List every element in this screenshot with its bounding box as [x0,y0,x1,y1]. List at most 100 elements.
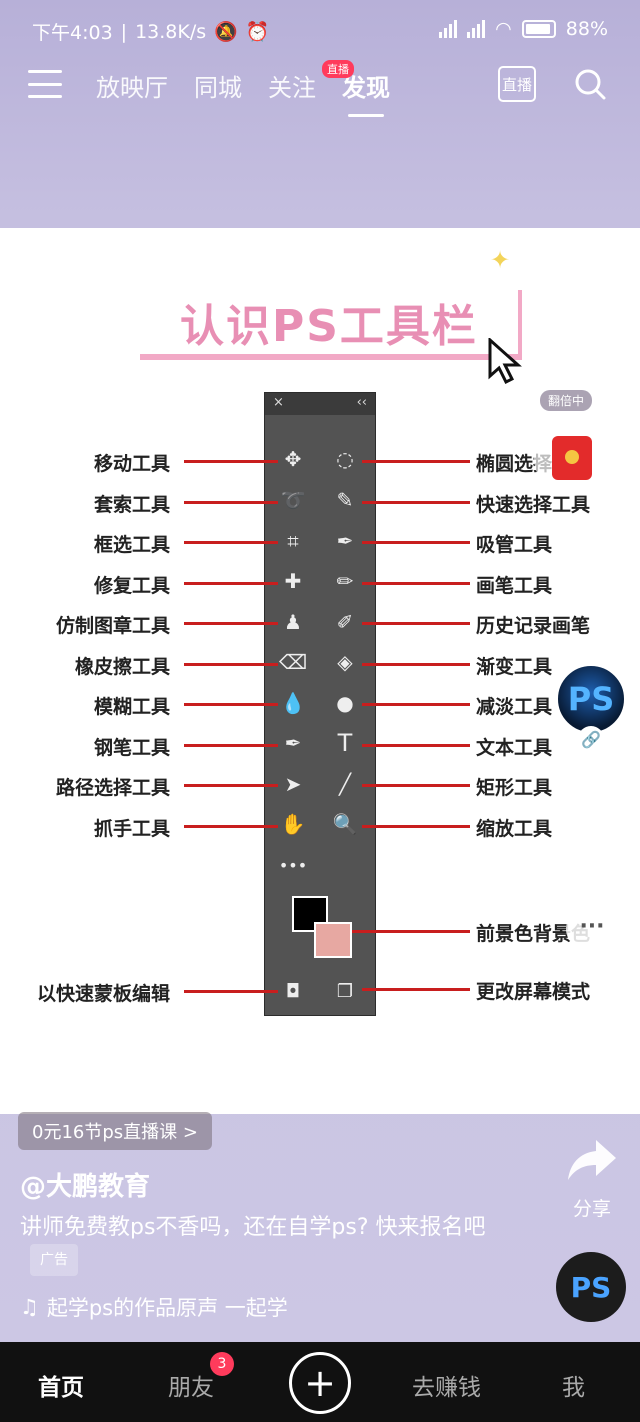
tab-discover[interactable]: 发现 [342,68,390,117]
status-speed: 13.8K/s [135,20,207,43]
video-title: 认识PS工具栏 [180,301,478,352]
line-tool-icon: ╱ [338,772,352,796]
dodge-tool-icon: ● [336,691,354,715]
comment-count: 3/ [582,966,602,988]
label-move: 移动工具 [93,453,170,475]
zoom-tool-icon: 🔍 [332,812,358,836]
like-count: 1.9w [569,850,615,872]
share-label: 分享 [572,1198,611,1220]
healing-tool-icon: ✚ [284,569,302,593]
quick-select-icon: ✎ [336,488,354,512]
foreground-swatch [292,896,328,932]
share-icon[interactable] [566,1138,618,1182]
more-tools-icon: ••• [278,855,308,875]
music-disc[interactable]: PS [556,1252,626,1322]
ad-tag: 广告 [30,1244,78,1276]
sparkle-icon: ✦ [490,246,511,274]
live-button[interactable]: 直播 [498,66,536,102]
battery-level: 88% [565,18,608,40]
label-blur: 模糊工具 [93,696,170,718]
label-stamp: 仿制图章工具 [55,615,170,637]
gradient-tool-icon: ◈ [337,650,353,674]
red-packet-button[interactable] [534,420,610,496]
top-nav: 放映厅 同城 关注 发现 直播 直播 [0,60,640,117]
label-zoom: 缩放工具 [476,818,553,840]
promo-link[interactable]: 0元16节ps直播课 > [18,1112,212,1150]
double-reward-badge: 翻倍中 [540,390,593,411]
toolbar-header: × ‹‹ [265,393,375,415]
label-eyedropper: 吸管工具 [476,534,553,556]
nav-home[interactable]: 首页 [38,1375,84,1401]
move-tool-icon: ✥ [284,447,302,471]
blur-tool-icon: 💧 [280,691,306,715]
label-marquee: 框选工具 [93,534,170,556]
path-select-icon: ➤ [284,772,302,796]
video-frame[interactable]: ✦ 认识PS工具栏 × ‹‹ ✥ ◌ ➰ ✎ ⌗ ✒ ✚ ✏ ♟ ✐ ⌫ ◈ 💧… [0,228,640,1114]
menu-icon[interactable] [28,70,62,98]
label-history-brush: 历史记录画笔 [476,615,591,637]
label-eraser: 橡皮擦工具 [74,656,170,678]
eraser-tool-icon: ⌫ [278,650,308,674]
label-fg-bg-color: 前景色背景色 [476,923,591,945]
label-screen-mode: 更改屏幕模式 [476,981,591,1003]
bottom-nav: 首页 朋友 3 + 去赚钱 我 [0,1342,640,1422]
collapse-icon: ‹‹ [356,395,367,410]
nav-earn[interactable]: 去赚钱 [412,1375,481,1401]
label-gradient: 渐变工具 [476,656,553,678]
ellipse-tool-icon: ◌ [336,447,354,471]
battery-icon [521,20,556,38]
cursor-icon [488,338,522,384]
crop-tool-icon: ⌗ [287,529,299,553]
favorite-icon[interactable]: ★ [564,1018,611,1078]
nav-friends[interactable]: 朋友 [168,1375,214,1401]
label-rectangle: 矩形工具 [476,777,553,799]
pen-tool-icon: ✒ [284,731,302,755]
label-quick-select: 快速选择工具 [476,494,591,516]
stamp-tool-icon: ♟ [284,610,302,634]
alarm-icon: ⏰ [245,21,270,43]
red-packet-icon [552,436,592,480]
label-hand: 抓手工具 [93,818,170,840]
label-quickmask: 以快速蒙板编辑 [36,983,170,1005]
description-text: 讲师免费教ps不香吗，还在自学ps? 快来报名吧 [20,1215,486,1240]
create-button[interactable]: + [289,1352,351,1414]
tab-local[interactable]: 同城 [194,74,242,102]
tab-cinema[interactable]: 放映厅 [96,74,168,102]
tab-following[interactable]: 关注 [268,74,316,102]
hand-tool-icon: ✋ [280,812,306,836]
signal-icon [439,20,458,38]
music-note-icon: ♫ [20,1295,39,1319]
label-text: 文本工具 [476,737,553,759]
background-swatch [314,922,352,958]
brush-tool-icon: ✏ [336,569,354,593]
search-icon[interactable] [574,68,606,100]
label-dodge: 减淡工具 [476,696,553,718]
nav-me[interactable]: 我 [562,1375,585,1401]
favorite-count: 3364 [567,1080,617,1102]
follow-link-icon[interactable]: 🔗 [578,726,604,752]
signal-icon-2 [467,20,486,38]
like-icon[interactable] [566,790,618,838]
status-time: 下午4:03 [32,22,113,44]
label-healing: 修复工具 [93,575,170,597]
music-info[interactable]: ♫ 起学ps的作品原声 一起学 [20,1292,288,1322]
music-title: 起学ps的作品原声 一起学 [46,1296,288,1320]
friends-badge: 3 [210,1352,234,1376]
history-brush-icon: ✐ [336,610,354,634]
video-title-frame: 认识PS工具栏 [140,290,522,360]
wifi-icon: ◠ [495,18,512,40]
screen-mode-icon: ❐ [336,980,354,1002]
author-name[interactable]: @大鹏教育 [20,1172,151,1202]
eyedropper-icon: ✒ [336,529,354,553]
label-pen: 钢笔工具 [93,737,170,759]
author-avatar[interactable]: PS [556,664,626,734]
quickmask-icon: ◘ [285,980,301,1002]
label-lasso: 套索工具 [93,494,170,516]
label-brush: 画笔工具 [476,575,553,597]
comment-icon[interactable] [566,906,618,952]
mute-icon: 🔕 [214,21,238,43]
post-description: 讲师免费教ps不香吗，还在自学ps? 快来报名吧 广告 [20,1212,520,1276]
label-path-select: 路径选择工具 [55,777,170,799]
text-tool-icon: T [337,729,353,757]
lasso-tool-icon: ➰ [280,488,306,512]
